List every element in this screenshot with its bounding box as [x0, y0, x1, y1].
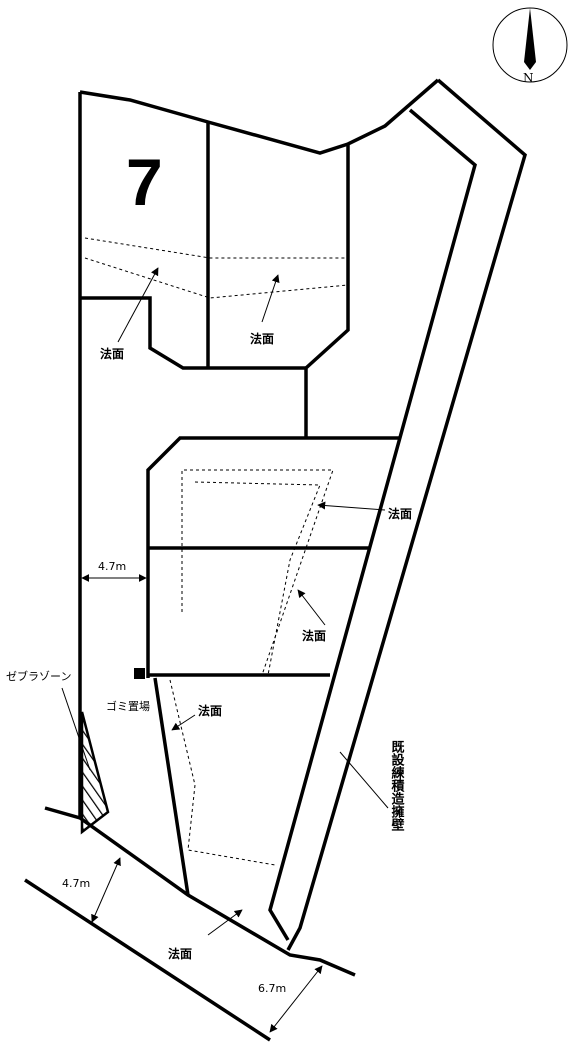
garbage-station: ゴミ置場	[106, 668, 150, 713]
zebra-zone-hatch	[80, 711, 110, 835]
compass-needle-icon	[524, 8, 536, 70]
lot-number: 7	[126, 145, 163, 219]
south-lot-west-boundary	[153, 677, 190, 896]
dimension-road-width-3: 6.7m	[258, 965, 323, 1033]
zebra-zone: ゼブラゾーン	[6, 669, 110, 835]
dimension-road-width-2: 4.7m	[62, 857, 121, 923]
slope-dashed-lines	[84, 237, 349, 866]
retaining-wall-inner	[268, 108, 477, 941]
lot-boundaries	[24, 78, 527, 1042]
lot-7-south-boundary	[80, 296, 306, 370]
slope-label-1: 法面	[100, 346, 124, 361]
retaining-wall-label: 既設練積造擁壁	[389, 740, 406, 832]
middle-block-north-boundary	[146, 436, 400, 678]
retaining-wall-callout: 既設練積造擁壁	[339, 740, 406, 832]
dimension-road-width-1: 4.7m	[81, 560, 147, 582]
retaining-wall-outer	[286, 78, 527, 951]
slope-arrows	[117, 267, 386, 936]
road-south-edge	[24, 878, 271, 1042]
lot-north-boundary	[79, 78, 440, 155]
slope-label-3: 法面	[388, 506, 412, 521]
upper-east-lot-boundary	[304, 144, 350, 438]
dimension-label-1: 4.7m	[98, 560, 126, 573]
garbage-station-icon	[134, 668, 145, 679]
slope-label-4: 法面	[302, 628, 326, 643]
garbage-station-label: ゴミ置場	[106, 699, 150, 713]
slope-label-6: 法面	[168, 946, 192, 961]
slope-label-5: 法面	[198, 703, 222, 718]
zebra-zone-label: ゼブラゾーン	[6, 669, 71, 683]
compass-north-label: N	[523, 71, 534, 85]
dimension-label-3: 6.7m	[258, 982, 286, 995]
dimension-label-2: 4.7m	[62, 877, 90, 890]
slope-label-2: 法面	[250, 331, 274, 346]
north-compass: N	[492, 7, 568, 85]
road-north-edge	[44, 806, 356, 977]
